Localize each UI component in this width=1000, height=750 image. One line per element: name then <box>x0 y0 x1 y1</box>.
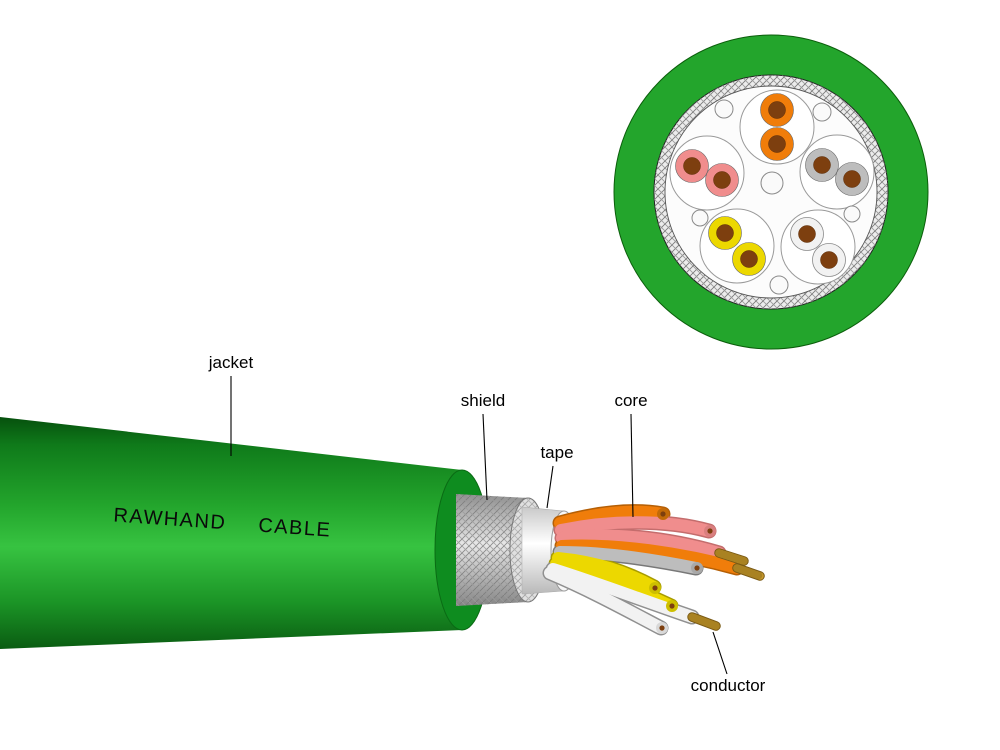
conductor-cross <box>768 135 786 153</box>
conductor-cross <box>820 251 838 269</box>
conductor-strands <box>688 613 720 630</box>
filler-wire <box>812 102 832 122</box>
core-cut-faces <box>649 508 716 634</box>
filler-wire <box>714 99 734 119</box>
leader-line-shield <box>482 413 488 501</box>
leader-line-core <box>630 413 634 518</box>
conductor-cross <box>798 225 816 243</box>
pair-sheath <box>739 89 815 165</box>
conductor-cross <box>843 170 861 188</box>
cable-cores <box>542 504 745 636</box>
conductor-dot <box>660 511 666 517</box>
core-orange <box>554 505 669 529</box>
label-tape: tape <box>540 443 573 462</box>
conductor-dot <box>694 565 700 571</box>
pair-unit-orange <box>739 89 815 165</box>
filler-wire <box>843 205 861 223</box>
conductor-cross <box>813 156 831 174</box>
conductor-cross <box>740 250 758 268</box>
label-shield: shield <box>461 391 505 410</box>
pair-sheath <box>699 208 775 284</box>
pair-unit-pink <box>669 135 745 211</box>
leader-line-tape <box>546 465 554 509</box>
cable-cutaway: RAWHAND CABLE <box>0 417 765 649</box>
pair-unit-yellow <box>699 208 775 284</box>
callouts: jacket shield tape core conductor <box>208 353 766 695</box>
label-jacket: jacket <box>208 353 254 372</box>
cross-section-view <box>613 34 929 350</box>
core-white <box>547 563 698 623</box>
conductor-cross <box>683 157 701 175</box>
leader-line-conductor <box>712 631 728 675</box>
cable-shield-mesh <box>456 494 528 606</box>
conductor-tips <box>687 548 765 631</box>
core-orange <box>556 539 743 574</box>
conductor-dot <box>652 585 658 591</box>
conductor-strands <box>733 564 764 580</box>
label-core: core <box>614 391 647 410</box>
filler-wire <box>760 171 784 195</box>
core-white <box>544 567 667 634</box>
pair-unit-gray <box>799 134 875 210</box>
filler-wire <box>769 275 789 295</box>
conductor-dot <box>707 528 713 534</box>
core-pink <box>556 529 725 559</box>
conductor-cross <box>768 101 786 119</box>
label-conductor: conductor <box>691 676 766 695</box>
pair-sheath <box>780 209 856 285</box>
filler-wires <box>691 99 861 295</box>
core-yellow <box>552 552 660 593</box>
conductor-cross <box>716 224 734 242</box>
cable-jacket <box>0 417 462 649</box>
conductor-cross <box>713 171 731 189</box>
conductor-strands <box>715 549 748 565</box>
conductor-dot <box>659 625 665 631</box>
pair-unit-white <box>780 209 856 285</box>
conductor-dot <box>669 603 675 609</box>
filler-wire <box>691 209 709 227</box>
core-pink <box>555 516 715 537</box>
core-gray <box>554 546 702 574</box>
